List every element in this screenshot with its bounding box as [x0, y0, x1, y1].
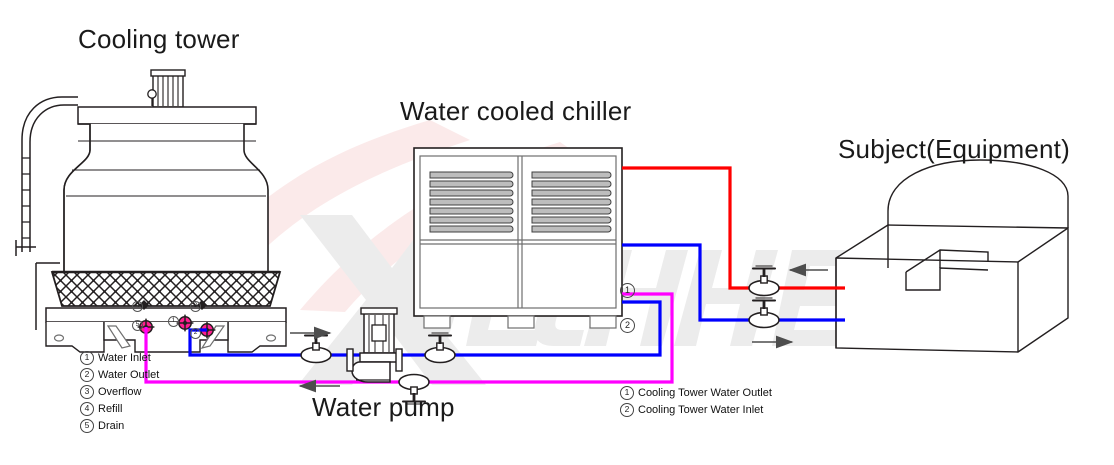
legend-item: 3 Overflow	[80, 383, 159, 400]
legend-number-icon: 2	[80, 367, 94, 382]
tower-fan-motor	[147, 69, 186, 108]
callout-number-icon: 2	[620, 318, 635, 333]
legend-label: Overflow	[98, 385, 142, 398]
legend-item: 1 Cooling Tower Water Outlet	[620, 384, 772, 401]
valve-blue-tower-side[interactable]	[299, 331, 333, 364]
port-number-icon: 1	[168, 315, 179, 327]
legend-number-icon: 1	[620, 385, 634, 400]
legend-number-icon: 4	[80, 401, 94, 416]
equipment-title: Subject(Equipment)	[838, 134, 1070, 164]
port-refill-label: 4	[132, 298, 143, 312]
legend-label: Refill	[98, 402, 123, 415]
legend-number-icon: 1	[80, 350, 94, 365]
port-number-icon: 2	[190, 327, 201, 339]
chiller-louvers-right	[531, 171, 612, 233]
chiller-legend: 1 Cooling Tower Water Outlet 2 Cooling T…	[620, 384, 772, 418]
cooling-tower-title: Cooling tower	[78, 24, 240, 54]
port-water-inlet-label: 1	[168, 313, 179, 327]
tower-legend: 1 Water Inlet 2 Water Outlet 3 Overflow …	[80, 349, 159, 434]
magenta-pipe-callout: 1	[620, 283, 635, 298]
chiller-louvers-left	[429, 171, 514, 233]
legend-item: 2 Cooling Tower Water Inlet	[620, 401, 772, 418]
legend-label: Water Inlet	[98, 351, 151, 364]
legend-number-icon: 2	[620, 402, 634, 417]
port-number-icon: 5	[132, 319, 143, 331]
legend-label: Water Outlet	[98, 368, 160, 381]
port-overflow-label: 3	[190, 298, 201, 312]
port-drain-label: 5	[132, 317, 143, 331]
callout-number-icon: 1	[620, 283, 635, 298]
legend-label: Drain	[98, 419, 125, 432]
pipe-magenta-tower-feed	[144, 292, 674, 384]
legend-number-icon: 3	[80, 384, 94, 399]
pump-title: Water pump	[312, 392, 455, 422]
legend-item: 2 Water Outlet	[80, 366, 159, 383]
chiller-graphic	[413, 147, 623, 329]
port-number-icon: 3	[190, 300, 201, 312]
legend-item: 5 Drain	[80, 417, 159, 434]
legend-label: Cooling Tower Water Inlet	[638, 403, 764, 416]
cooling-tower-graphic	[15, 69, 287, 353]
water-pump-graphic	[346, 307, 403, 383]
flow-arrows	[290, 263, 828, 393]
legend-number-icon: 5	[80, 418, 94, 433]
pipe-red-supply	[622, 166, 845, 290]
legend-label: Cooling Tower Water Outlet	[638, 386, 772, 399]
blue-pipe-callout: 2	[620, 318, 635, 333]
legend-item: 1 Water Inlet	[80, 349, 159, 366]
port-water-outlet-label: 2	[190, 325, 201, 339]
chiller-title: Water cooled chiller	[400, 96, 632, 126]
legend-item: 4 Refill	[80, 400, 159, 417]
port-number-icon: 4	[132, 300, 143, 312]
equipment-graphic	[835, 159, 1069, 353]
tower-ladder	[15, 96, 78, 330]
